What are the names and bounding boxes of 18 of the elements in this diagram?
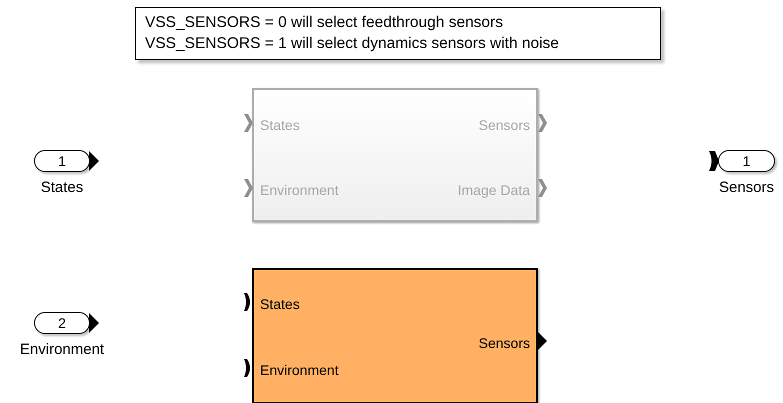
subsystem-block — [252, 268, 538, 403]
port-label: Environment — [260, 182, 339, 198]
inport-block: 1 — [34, 150, 90, 172]
port-label: Sensors — [478, 117, 530, 133]
port-label: Sensors — [718, 180, 776, 196]
port-label: Image Data — [458, 182, 530, 198]
subsystem-block — [252, 88, 538, 222]
port-label: States — [40, 180, 84, 196]
port-label: Environment — [18, 342, 106, 358]
annotation-text: VSS_SENSORS = 0 will select feedthrough sensors — [145, 13, 504, 33]
annotation-text: VSS_SENSORS = 1 will select dynamics sensors with noise — [145, 34, 560, 54]
annotation-box — [135, 7, 661, 60]
outport-block: 1 — [718, 150, 775, 172]
port-label: States — [260, 296, 300, 312]
inport-block: 2 — [34, 312, 90, 334]
port-label: Sensors — [478, 335, 530, 351]
port-label: States — [260, 117, 300, 133]
port-label: Environment — [260, 362, 339, 378]
